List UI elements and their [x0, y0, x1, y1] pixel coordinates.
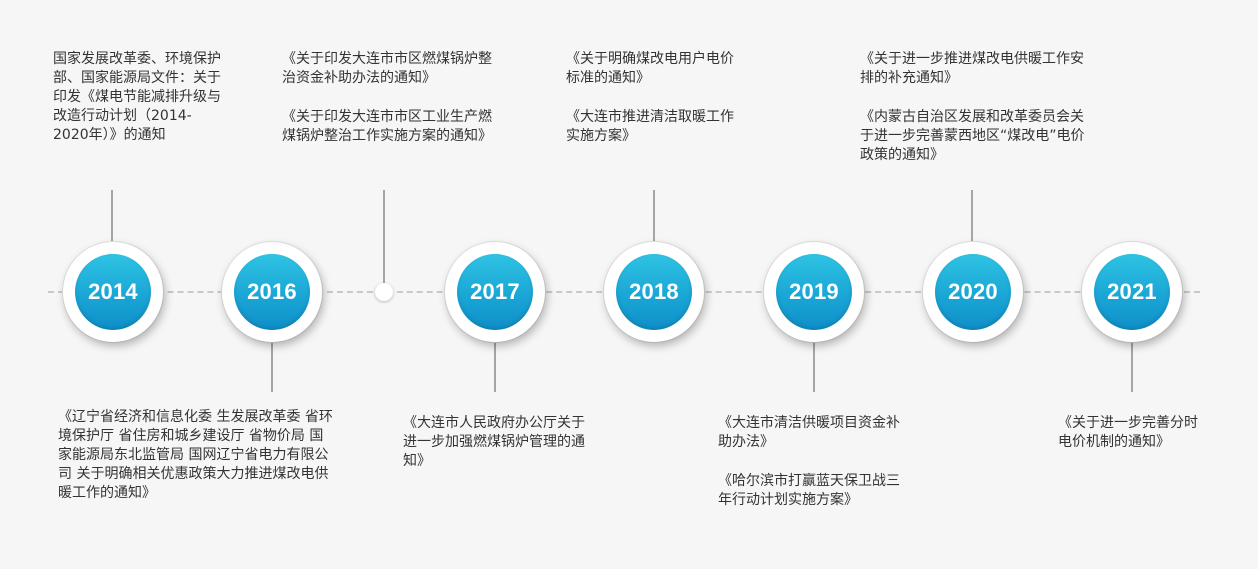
year-node-2014: 2014	[63, 242, 163, 342]
connector-down-2017	[494, 338, 496, 392]
year-label: 2020	[948, 279, 998, 304]
event-text-2016-lower: 《辽宁省经济和信息化委 生发展改革委 省环境保护厅 省住房和城乡建设厅 省物价局…	[58, 408, 333, 503]
year-node-inner: 2019	[776, 254, 852, 330]
event-line: 《内蒙古自治区发展和改革委员会关于进一步完善蒙西地区“煤改电”电价政策的通知》	[860, 109, 1085, 163]
year-node-inner: 2020	[935, 254, 1011, 330]
year-node-2017: 2017	[445, 242, 545, 342]
event-line: 《关于明确煤改电用户电价标准的通知》	[566, 51, 734, 86]
year-node-2016: 2016	[222, 242, 322, 342]
year-node-2020: 2020	[923, 242, 1023, 342]
event-line: 《关于印发大连市市区工业生产燃煤锅炉整治工作实施方案的通知》	[282, 109, 492, 144]
event-line: 《大连市推进清洁取暖工作实施方案》	[566, 109, 734, 144]
year-node-inner: 2014	[75, 254, 151, 330]
year-node-inner: 2018	[616, 254, 692, 330]
event-line: 国家发展改革委、环境保护部、国家能源局文件：关于印发《煤电节能减排升级与改造行动…	[53, 51, 221, 143]
connector-down-2019	[813, 338, 815, 392]
year-node-2019: 2019	[764, 242, 864, 342]
event-text-2014: 国家发展改革委、环境保护部、国家能源局文件：关于印发《煤电节能减排升级与改造行动…	[53, 50, 223, 145]
event-text-2021: 《关于进一步完善分时电价机制的通知》	[1058, 414, 1208, 452]
event-text-2018: 《关于明确煤改电用户电价标准的通知》 《大连市推进清洁取暖工作实施方案》	[566, 50, 736, 146]
connector-down-2016	[271, 338, 273, 392]
year-label: 2021	[1107, 279, 1157, 304]
connector-up-2020	[971, 190, 973, 244]
event-line: 《大连市清洁供暖项目资金补助办法》	[718, 415, 900, 450]
year-node-2018: 2018	[604, 242, 704, 342]
year-label: 2019	[789, 279, 839, 304]
event-text-2017: 《大连市人民政府办公厅关于进一步加强燃煤锅炉管理的通知》	[403, 414, 598, 471]
event-line: 《哈尔滨市打赢蓝天保卫战三年行动计划实施方案》	[718, 473, 900, 508]
timeline-dot	[375, 283, 393, 301]
connector-down-2021	[1131, 338, 1133, 392]
connector-up-2014	[111, 190, 113, 244]
connector-up-2018	[653, 190, 655, 244]
event-text-2020: 《关于进一步推进煤改电供暖工作安排的补充通知》 《内蒙古自治区发展和改革委员会关…	[860, 50, 1096, 165]
event-line: 《关于进一步推进煤改电供暖工作安排的补充通知》	[860, 51, 1084, 86]
year-node-inner: 2016	[234, 254, 310, 330]
event-line: 《关于进一步完善分时电价机制的通知》	[1058, 415, 1198, 450]
event-line: 《辽宁省经济和信息化委 生发展改革委 省环境保护厅 省住房和城乡建设厅 省物价局…	[58, 409, 333, 501]
year-label: 2016	[247, 279, 297, 304]
year-node-inner: 2017	[457, 254, 533, 330]
year-node-inner: 2021	[1094, 254, 1170, 330]
connector-up-mid	[383, 190, 385, 284]
year-node-2021: 2021	[1082, 242, 1182, 342]
event-text-2019: 《大连市清洁供暖项目资金补助办法》 《哈尔滨市打赢蓝天保卫战三年行动计划实施方案…	[718, 414, 913, 510]
event-text-2016-upper: 《关于印发大连市市区燃煤锅炉整治资金补助办法的通知》 《关于印发大连市市区工业生…	[282, 50, 502, 146]
year-label: 2017	[470, 279, 520, 304]
year-label: 2014	[88, 279, 138, 304]
year-label: 2018	[629, 279, 679, 304]
event-line: 《关于印发大连市市区燃煤锅炉整治资金补助办法的通知》	[282, 51, 492, 86]
event-line: 《大连市人民政府办公厅关于进一步加强燃煤锅炉管理的通知》	[403, 415, 585, 469]
